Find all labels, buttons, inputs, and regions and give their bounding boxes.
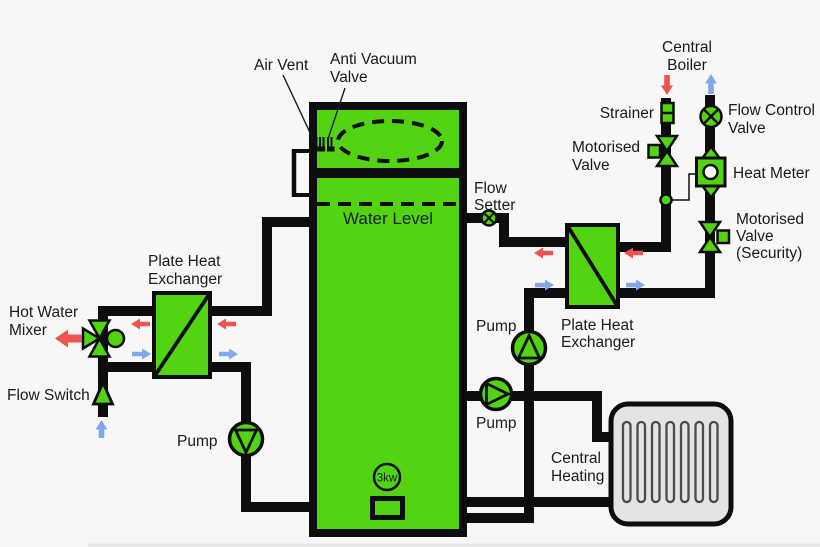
pump-upper-right-label: Pump	[476, 318, 517, 335]
hot-arrow-phe-right-a	[534, 247, 553, 259]
cold-arrow-boiler-return	[705, 74, 717, 94]
svg-text:Flow Control: Flow Control	[728, 102, 815, 119]
svg-text:Setter: Setter	[474, 197, 515, 214]
pump-lower-right	[478, 376, 514, 412]
motorised-valve-actuator	[647, 143, 662, 159]
pipe-tank-to-phe-left-top	[212, 217, 313, 316]
motorised-valve-security-label: Motorised Valve (Security)	[736, 211, 804, 262]
air-vent-leader-line	[282, 74, 314, 140]
flow-switch-valve	[91, 379, 115, 406]
bottom-edge-line	[88, 543, 820, 547]
svg-text:Valve: Valve	[728, 120, 766, 137]
pump-upper-right-rotor	[516, 332, 542, 360]
motorised-valve-security-actuator	[716, 229, 731, 245]
flow-setter-label: Flow Setter	[474, 180, 515, 214]
plate-heat-exchanger-right-label: Plate Heat Exchanger	[561, 317, 635, 351]
tank-side-pocket	[291, 149, 311, 197]
cold-arrow-phe-left-a	[132, 348, 151, 360]
svg-text:Heating: Heating	[551, 468, 604, 485]
heat-meter-dial	[702, 163, 719, 181]
hot-water-mixer-label: Hot Water Mixer	[9, 304, 78, 339]
motorised-valve-security	[697, 220, 731, 254]
air-vent-label: Air Vent	[254, 57, 309, 74]
svg-text:Valve: Valve	[736, 228, 774, 245]
immersion-heater-badge	[372, 462, 402, 492]
motorised-valve	[647, 134, 680, 168]
pump-lower-right-rotor	[485, 381, 512, 407]
flow-control-valve-label: Flow Control Valve	[728, 102, 815, 137]
hot-arrow-phe-right-b	[624, 247, 643, 259]
svg-text:Boiler: Boiler	[667, 57, 707, 74]
flow-arrows	[55, 74, 717, 438]
cold-arrow-phe-left-b	[219, 348, 238, 360]
pipe-tank-to-phe-right-top	[461, 213, 567, 247]
pump-left-label: Pump	[177, 433, 218, 450]
sensor-tapping	[659, 173, 697, 207]
pump-lower-right-label: Pump	[476, 415, 517, 432]
svg-text:Central: Central	[662, 39, 712, 56]
svg-text:Valve: Valve	[330, 69, 368, 86]
plate-heat-exchanger-left	[152, 291, 212, 379]
svg-text:Plate Heat: Plate Heat	[148, 253, 221, 270]
svg-text:Central: Central	[551, 450, 601, 467]
svg-text:Plate Heat: Plate Heat	[561, 317, 634, 334]
svg-text:Motorised: Motorised	[572, 139, 640, 156]
svg-text:Anti Vacuum: Anti Vacuum	[330, 51, 417, 68]
hot-arrow-boiler-supply	[661, 75, 673, 95]
cold-arrow-phe-right-b	[626, 279, 645, 291]
plate-heat-exchanger-left-label: Plate Heat Exchanger	[148, 253, 222, 288]
flow-switch-label: Flow Switch	[7, 387, 90, 404]
hot-arrow-mixer-outlet	[55, 329, 82, 348]
motorised-valve-label: Motorised Valve	[572, 139, 640, 174]
labels: Air Vent Anti Vacuum Valve Central Boile…	[7, 39, 815, 485]
svg-text:Flow: Flow	[474, 180, 508, 197]
central-heating-radiator	[608, 401, 734, 527]
pump-left	[227, 420, 265, 458]
immersion-heater-element	[370, 496, 405, 520]
immersion-rating-label: 3kw	[377, 473, 398, 485]
cold-arrow-phe-right-a	[535, 279, 554, 291]
radiator-fins	[621, 420, 719, 504]
hot-arrow-phe-left-a	[131, 318, 150, 330]
cold-arrow-flow-switch-inlet	[95, 420, 108, 438]
air-vent-fitting	[315, 137, 325, 152]
strainer-label: Strainer	[600, 105, 654, 122]
pipe-phe-right-bottom-to-tank	[461, 288, 567, 523]
pipework	[98, 95, 715, 523]
svg-text:Exchanger: Exchanger	[561, 334, 635, 351]
tank-header-dashed-ellipse	[336, 119, 444, 163]
central-boiler-label: Central Boiler	[662, 39, 712, 74]
heat-meter-label: Heat Meter	[733, 165, 810, 182]
pump-left-rotor	[233, 428, 259, 456]
anti-vacuum-valve-label: Anti Vacuum Valve	[330, 51, 417, 86]
flow-setter-valve	[480, 209, 498, 227]
svg-text:Hot Water: Hot Water	[9, 304, 78, 321]
svg-text:Exchanger: Exchanger	[148, 271, 222, 288]
plate-heat-exchanger-right	[565, 223, 620, 309]
svg-text:(Security): (Security)	[736, 245, 802, 262]
heat-meter	[695, 144, 727, 200]
svg-text:Motorised: Motorised	[736, 211, 804, 228]
pump-upper-right	[510, 329, 548, 367]
anti-vacuum-valve-fitting	[327, 137, 335, 152]
flow-control-valve	[699, 104, 723, 129]
strainer-valve	[660, 101, 675, 125]
hot-water-mixer-valve	[81, 319, 126, 358]
mixer-actuator-knob	[105, 328, 126, 349]
hot-arrow-phe-left-b	[217, 318, 236, 330]
water-level-label: Water Level	[343, 209, 433, 228]
pipe-tank-to-radiator-top	[461, 391, 614, 442]
sensor-pocket-dot	[659, 193, 673, 207]
svg-text:Mixer: Mixer	[9, 322, 47, 339]
anti-vacuum-leader-line	[327, 87, 346, 140]
central-heating-label: Central Heating	[551, 450, 604, 485]
thermal-store-tank	[291, 102, 467, 537]
svg-text:Valve: Valve	[572, 157, 610, 174]
